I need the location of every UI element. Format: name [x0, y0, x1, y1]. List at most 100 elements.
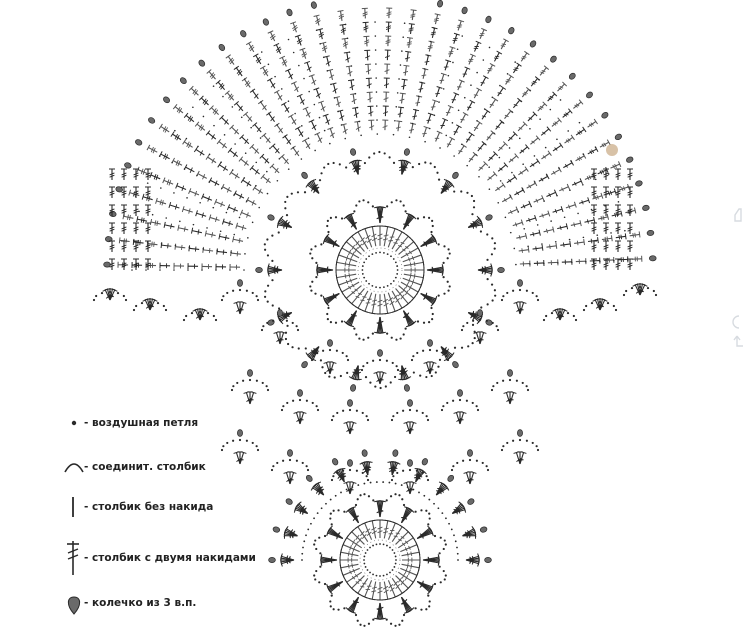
chain-stitch [299, 399, 301, 401]
chain-stitch [327, 163, 329, 165]
chain-stitch [362, 339, 364, 341]
chain-stitch [287, 343, 289, 345]
chain-stitch [288, 100, 290, 102]
chain-stitch [489, 47, 491, 49]
legend-label-chain: - воздушная петля [84, 417, 198, 429]
chain-stitch [373, 152, 375, 154]
chain-stitch [332, 415, 334, 417]
stitch [145, 169, 151, 180]
stitch [528, 112, 537, 121]
chain-stitch [324, 535, 326, 537]
chain-stitch [480, 306, 482, 308]
chain-stitch [492, 385, 494, 387]
chain-stitch [222, 295, 224, 297]
chain-stitch [409, 136, 411, 138]
chain-stitch [444, 578, 446, 580]
stitch [246, 197, 256, 205]
chain-stitch [401, 50, 403, 52]
picot-ring [467, 498, 476, 506]
chain-stitch [395, 106, 397, 108]
chain-stitch [131, 269, 133, 271]
stitch [295, 127, 303, 137]
stitch [530, 136, 540, 145]
chain-stitch [334, 376, 336, 378]
stitch [324, 56, 331, 66]
chain-stitch [529, 90, 531, 92]
stitch [546, 243, 556, 249]
chain-stitch [356, 470, 358, 472]
chain-stitch [550, 220, 552, 222]
chain-stitch [390, 255, 392, 257]
chain-stitch [326, 225, 328, 227]
chain-stitch [385, 385, 387, 387]
chain-stitch [434, 535, 436, 537]
stitch [261, 174, 271, 183]
chain-stitch [276, 124, 278, 126]
chain-stitch [224, 134, 226, 136]
chain-stitch [526, 290, 528, 292]
chain-stitch [375, 252, 377, 254]
stitch [457, 80, 465, 90]
chain-stitch [186, 197, 188, 199]
chain-stitch [366, 362, 368, 364]
picot-ring [457, 390, 462, 397]
chain-stitch [376, 105, 378, 107]
chain-stitch [267, 285, 269, 287]
chain-stitch [356, 107, 358, 109]
chain-stitch [359, 624, 361, 626]
picot-ring [218, 43, 226, 52]
stitch [498, 142, 507, 151]
chain-stitch [239, 217, 241, 219]
picot-ring [485, 15, 492, 23]
stitch [314, 88, 321, 98]
chain-stitch [596, 234, 598, 236]
chain-stitch [472, 320, 474, 322]
chain-stitch [402, 410, 404, 412]
picot-ring [480, 526, 488, 533]
chain-stitch [446, 402, 448, 404]
chain-stitch [499, 85, 501, 87]
picot-ring [311, 1, 318, 9]
picot-ring [601, 111, 610, 119]
chain-stitch [372, 205, 374, 207]
chain-stitch [271, 260, 273, 262]
chain-stitch [234, 143, 236, 145]
chain-stitch [375, 286, 377, 288]
stitch [260, 154, 269, 163]
chain-stitch [409, 469, 411, 471]
chain-stitch [246, 290, 248, 292]
chain-stitch [402, 36, 404, 38]
chain-stitch [279, 158, 281, 160]
chain-stitch [266, 238, 268, 240]
legend-row-picot-ring: - колечко из 3 в.п. [62, 588, 196, 618]
picot-ring [331, 458, 339, 466]
chain-stitch [349, 409, 351, 411]
chain-stitch [375, 49, 377, 51]
picot-ring [614, 133, 622, 141]
chain-stitch [386, 360, 388, 362]
chain-stitch [618, 201, 620, 203]
chain-stitch [579, 122, 581, 124]
chain-stitch [327, 307, 329, 309]
picot-ring [300, 360, 308, 369]
chain-stitch [433, 27, 435, 29]
chain-stitch [365, 566, 367, 568]
chain-stitch [415, 607, 417, 609]
picot-ring [134, 138, 142, 146]
picot-ring [179, 76, 188, 84]
stitch [487, 131, 496, 141]
stitch [531, 77, 540, 87]
stitch [468, 54, 476, 64]
picot-ring [347, 460, 352, 467]
chain-stitch [470, 84, 472, 86]
chain-stitch [462, 325, 464, 327]
picot-ring [626, 156, 634, 164]
chain-stitch [483, 59, 485, 61]
chain-stitch [556, 138, 558, 140]
chain-stitch [494, 289, 496, 291]
chain-stitch [319, 117, 321, 119]
stitch [243, 112, 252, 122]
chain-stitch [163, 305, 165, 307]
chain-stitch [145, 269, 147, 271]
stitch [410, 10, 416, 20]
